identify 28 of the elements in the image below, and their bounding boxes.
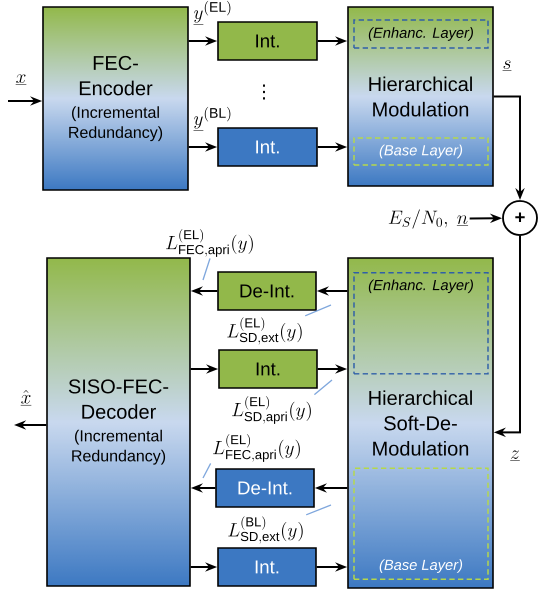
leader-line [202,258,211,280]
encoder-box: FEC-Encoder (Incremental Redundancy) [42,6,189,191]
formula-label: $L^{(\mathrm{BL})}_{\mathrm{SD,ext}}(y)$ [228,516,303,544]
interleaver-box: Int. [217,547,317,587]
formula-label: $E_S/N_0,\ \underline{n}$ [388,209,468,229]
vertical-ellipsis: ⋮ [263,84,265,100]
edge-label: $\hat{\underline{x}}$ [20,390,32,406]
edge-label: $\underline{z}$ [510,450,520,461]
layer-box: (Enhanc. Layer) [353,272,489,375]
edge-label: $\underline{s}$ [502,60,512,71]
deinterleaver-box: De-Int. [217,271,317,311]
interleaver-box: Int. [218,349,318,389]
leader-line [306,504,332,516]
formula-label: $L^{(\mathrm{EL})}_{\mathrm{SD,ext}}(y)$ [227,317,302,345]
leader-line [304,304,332,316]
layer-box: (Enhanc. Layer) [353,19,489,49]
layer-box: (Base Layer) [353,468,489,580]
layer-box: (Base Layer) [353,137,489,166]
interleaver-box: Int. [217,127,318,167]
formula-label: $L^{(\mathrm{EL})}_{\mathrm{FEC,apri}}(y)$ [213,434,300,462]
leader-line [202,463,212,478]
formula-label: $L^{(\mathrm{EL})}_{\mathrm{SD,apri}}(y)$ [232,396,311,424]
edge-label: $\underline{x}$ [16,74,26,85]
deinterleaver-box: De-Int. [215,468,315,508]
interleaver-box: Int. [217,21,318,61]
formula-label: $L^{(\mathrm{EL})}_{\mathrm{FEC,apri}}(y)$ [166,229,253,257]
decoder-box: SISO-FEC-Decoder (Incremental Redundancy) [46,257,191,587]
leader-line [314,379,332,396]
